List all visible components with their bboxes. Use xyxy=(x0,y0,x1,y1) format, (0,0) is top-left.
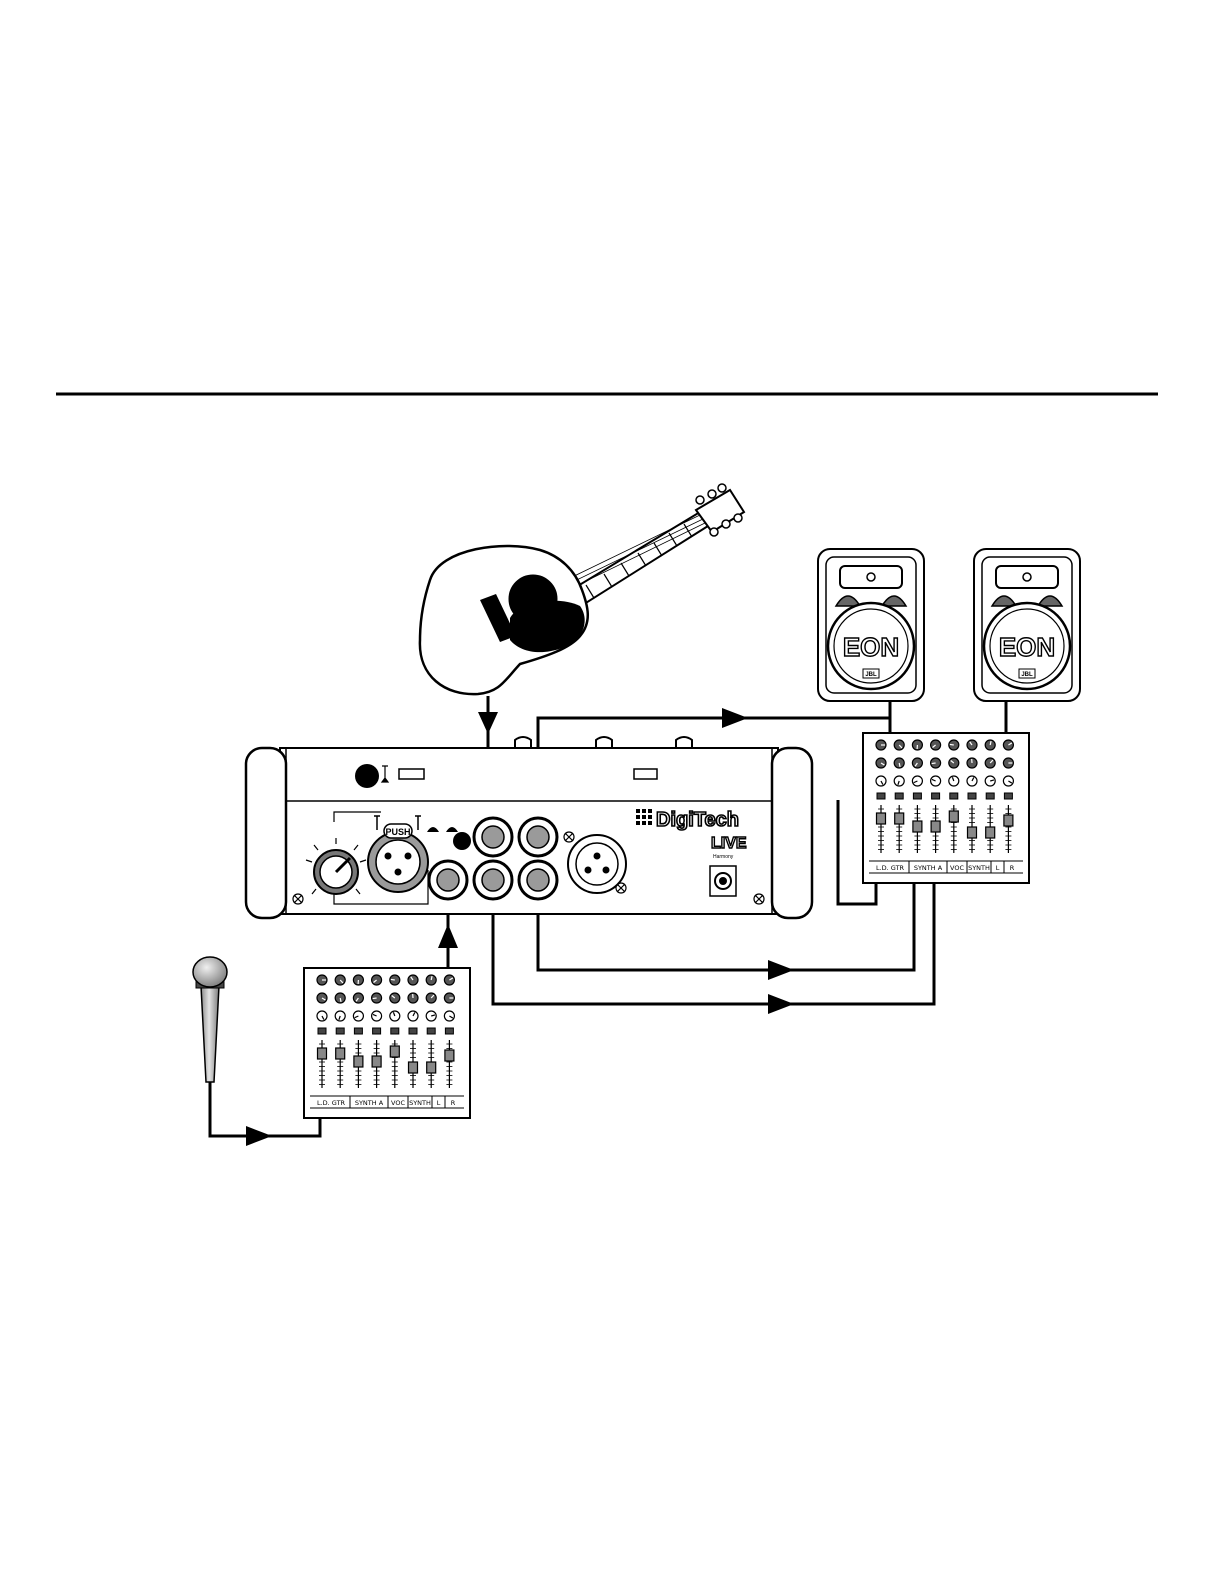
mixer-channel-label: L xyxy=(996,864,1000,872)
mixer-channel-label: L xyxy=(437,1099,441,1107)
mixer-channel-label: R xyxy=(451,1099,456,1107)
jack-input-bottom-1 xyxy=(429,861,467,899)
arrow-down-icon xyxy=(478,712,498,734)
mixer-channel-label: SYNTH xyxy=(409,1099,431,1107)
arrow-right-icon xyxy=(722,708,748,728)
speaker-1: EON JBL xyxy=(818,549,924,701)
mixer-channel-label: SYNTH A xyxy=(914,864,943,872)
speaker-2: EON JBL xyxy=(974,549,1080,701)
arrow-right-icon xyxy=(768,960,794,980)
mixer-channel-label: SYNTH A xyxy=(355,1099,384,1107)
model-name: LIVE xyxy=(711,835,747,852)
model-subtitle: Harmony xyxy=(713,854,734,860)
harmony-processor: PUSH xyxy=(246,737,812,918)
speaker-2-logo: EON xyxy=(999,632,1055,662)
speaker-1-logo: EON xyxy=(843,632,899,662)
mixer-channel-label: VOC xyxy=(950,864,964,872)
mixer-channel-label: L.D. GTR xyxy=(317,1099,346,1107)
push-label: PUSH xyxy=(385,827,410,837)
jack-output-bottom-2 xyxy=(474,861,512,899)
jack-input-top-1 xyxy=(474,818,512,856)
mixer-channel-label: VOC xyxy=(391,1099,405,1107)
arrow-right-icon xyxy=(768,994,794,1014)
mixer-small: L.D. GTR SYNTH A VOC SYNTH L R xyxy=(304,968,470,1118)
arrow-right-icon xyxy=(246,1126,272,1146)
jack-output-top-2 xyxy=(519,818,557,856)
mixer-channel-label: SYNTH xyxy=(968,864,990,872)
microphone-icon xyxy=(193,957,227,1082)
mixer-channel-label: R xyxy=(1010,864,1015,872)
mixer-channel-label: L.D. GTR xyxy=(876,864,905,872)
jack-output-bottom-3 xyxy=(519,861,557,899)
speaker-2-badge: JBL xyxy=(1021,672,1033,678)
brand-name: DigiTech xyxy=(656,809,739,831)
arrow-up-icon xyxy=(438,924,458,948)
mixer-large: L.D. GTR SYNTH A VOC SYNTH L R xyxy=(863,733,1029,883)
speaker-1-badge: JBL xyxy=(865,672,877,678)
acoustic-guitar-icon xyxy=(420,484,744,694)
